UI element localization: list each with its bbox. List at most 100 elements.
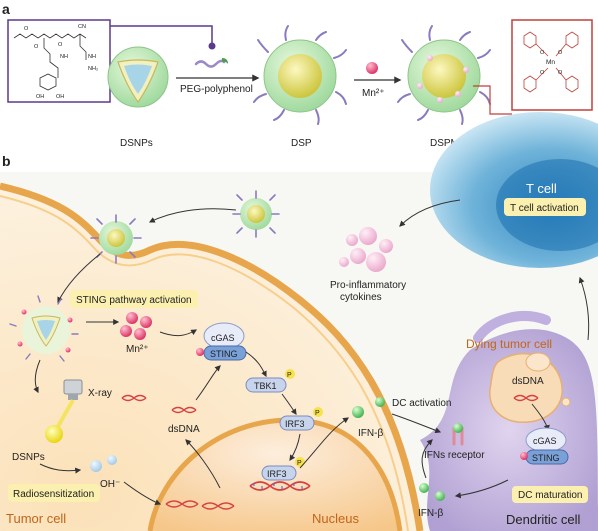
oh-radicals bbox=[90, 455, 117, 472]
polymer-atom: NH bbox=[88, 54, 96, 60]
dc-dsdna bbox=[513, 394, 539, 402]
phospho-label: P bbox=[287, 372, 292, 379]
arrow-dna-release bbox=[185, 439, 221, 489]
nuclear-irf3-label: IRF3 bbox=[267, 469, 287, 479]
t-cell-activation-label: T cell activation bbox=[510, 203, 579, 214]
complex-atom: Mn bbox=[546, 59, 555, 66]
irf3-box bbox=[279, 415, 315, 431]
complex-connector bbox=[473, 85, 512, 115]
dsdna-label: dsDNA bbox=[168, 424, 200, 435]
polymer-atom: O bbox=[34, 44, 39, 50]
degrading-nanoparticle bbox=[9, 295, 79, 362]
complex-atom: O bbox=[540, 50, 545, 56]
arrow-tbk1-to-irf3 bbox=[281, 393, 297, 415]
incoming-nanoparticle bbox=[232, 190, 280, 238]
dsp-label: DSP bbox=[291, 138, 312, 149]
tbk1-box bbox=[245, 377, 287, 393]
cytosolic-dsdna bbox=[171, 406, 197, 414]
dc-cgas-label: cGAS bbox=[533, 436, 557, 446]
arrow-dc-activation bbox=[391, 413, 442, 434]
peg-polyphenol-linker bbox=[194, 42, 228, 68]
arrow-dsnps-to-oh bbox=[39, 463, 82, 474]
ifn-dot bbox=[352, 406, 364, 418]
complex-atom: O bbox=[540, 70, 545, 76]
phospho-dot bbox=[313, 407, 323, 417]
dspm-label: DSPM bbox=[430, 138, 459, 149]
nuclear-irf3-box bbox=[261, 465, 297, 481]
cytokine-cluster bbox=[339, 227, 393, 272]
ifns-receptor-label: IFNs receptor bbox=[424, 450, 485, 461]
phospho-dot bbox=[285, 369, 295, 379]
sting-activation-label: STING pathway activation bbox=[76, 295, 192, 306]
mn-ion-cluster bbox=[120, 312, 152, 340]
linker-label: PEG-polyphenol bbox=[180, 84, 253, 95]
dc-sting-label: STING bbox=[532, 453, 560, 463]
arrow-dna-to-cgas bbox=[195, 365, 221, 401]
dspm-particle bbox=[397, 25, 491, 125]
mn-ion bbox=[366, 62, 378, 74]
arrow-mn-to-cgas bbox=[159, 329, 198, 337]
arrow-np-entry bbox=[148, 208, 237, 223]
dc-dsdna-label: dsDNA bbox=[512, 376, 544, 387]
polymer-atom: CN bbox=[78, 24, 86, 30]
dc-ifn-label: IFN-β bbox=[418, 508, 443, 519]
arrow-tcell-to-cytokines bbox=[399, 199, 461, 227]
arrow-oh-to-dna bbox=[123, 481, 162, 506]
ifn-dot bbox=[419, 483, 429, 493]
dc-maturation-box bbox=[512, 486, 588, 503]
arrow-dc-to-tcell bbox=[578, 276, 590, 341]
arrow-ifn-feedback bbox=[421, 439, 433, 479]
nuclear-dna bbox=[249, 481, 311, 491]
dsnps-particle bbox=[107, 46, 169, 108]
panel-a-letter: a bbox=[2, 1, 10, 17]
arrow-np-internalize bbox=[57, 253, 101, 304]
ifn-label: IFN-β bbox=[358, 428, 383, 439]
complex-atom: O bbox=[558, 50, 563, 56]
polymer-atom: OH bbox=[56, 94, 64, 100]
cgas-sting-complex bbox=[196, 322, 247, 361]
mn-complex-structure: O O O O Mn bbox=[511, 19, 593, 111]
nucleus-label: Nucleus bbox=[312, 511, 359, 526]
dsnps-label: DSNPs bbox=[120, 138, 153, 149]
tbk1-label: TBK1 bbox=[254, 381, 277, 391]
cytokines-label: Pro-inflammatory bbox=[330, 280, 406, 291]
cytosolic-dsdna bbox=[121, 394, 147, 402]
t-cell-activation-box bbox=[504, 198, 586, 216]
polymer-structure: O O CN O NH NH NH₂ OH OH bbox=[7, 19, 111, 103]
cytokines-label-line2: cytokines bbox=[340, 292, 382, 303]
ifn-dot bbox=[435, 491, 445, 501]
xray-label: X-ray bbox=[88, 388, 112, 399]
ifns-receptor bbox=[452, 423, 464, 446]
polymer-atom: OH bbox=[36, 94, 44, 100]
complex-atom: O bbox=[558, 70, 563, 76]
dsp-particle bbox=[253, 25, 347, 125]
polymer-atom: NH bbox=[60, 54, 68, 60]
radiosensitization-box bbox=[8, 484, 100, 502]
tumor-cell-label: Tumor cell bbox=[6, 511, 66, 526]
polymer-atom: O bbox=[58, 42, 63, 48]
arrow-irf3-to-nucleus bbox=[289, 433, 301, 461]
dsnps-b-label: DSNPs bbox=[12, 452, 45, 463]
arrow-np-to-xray bbox=[33, 359, 41, 394]
ifn-dot bbox=[375, 397, 385, 407]
polymer-connector bbox=[110, 25, 213, 46]
panel-b-letter: b bbox=[2, 153, 11, 169]
dc-maturation-label: DC maturation bbox=[518, 490, 582, 501]
arrow-ifn-secretion bbox=[299, 417, 349, 469]
damaged-dna bbox=[165, 500, 199, 508]
damaged-dna bbox=[201, 502, 235, 510]
irf3-label: IRF3 bbox=[285, 419, 305, 429]
t-cell-label: T cell bbox=[526, 181, 557, 196]
cgas-label: cGAS bbox=[211, 333, 235, 343]
phospho-label: P bbox=[315, 410, 320, 417]
dying-tumor-cell-label: Dying tumor cell bbox=[466, 337, 552, 351]
dc-cgas-sting-complex bbox=[520, 427, 569, 465]
sting-label: STING bbox=[210, 349, 238, 359]
sting-activation-box bbox=[70, 290, 198, 308]
dying-tumor-cell bbox=[489, 352, 571, 423]
polymer-atom: O bbox=[24, 26, 29, 32]
dendritic-cell-label: Dendritic cell bbox=[506, 512, 581, 527]
arrow-dc-ifn bbox=[454, 479, 509, 499]
